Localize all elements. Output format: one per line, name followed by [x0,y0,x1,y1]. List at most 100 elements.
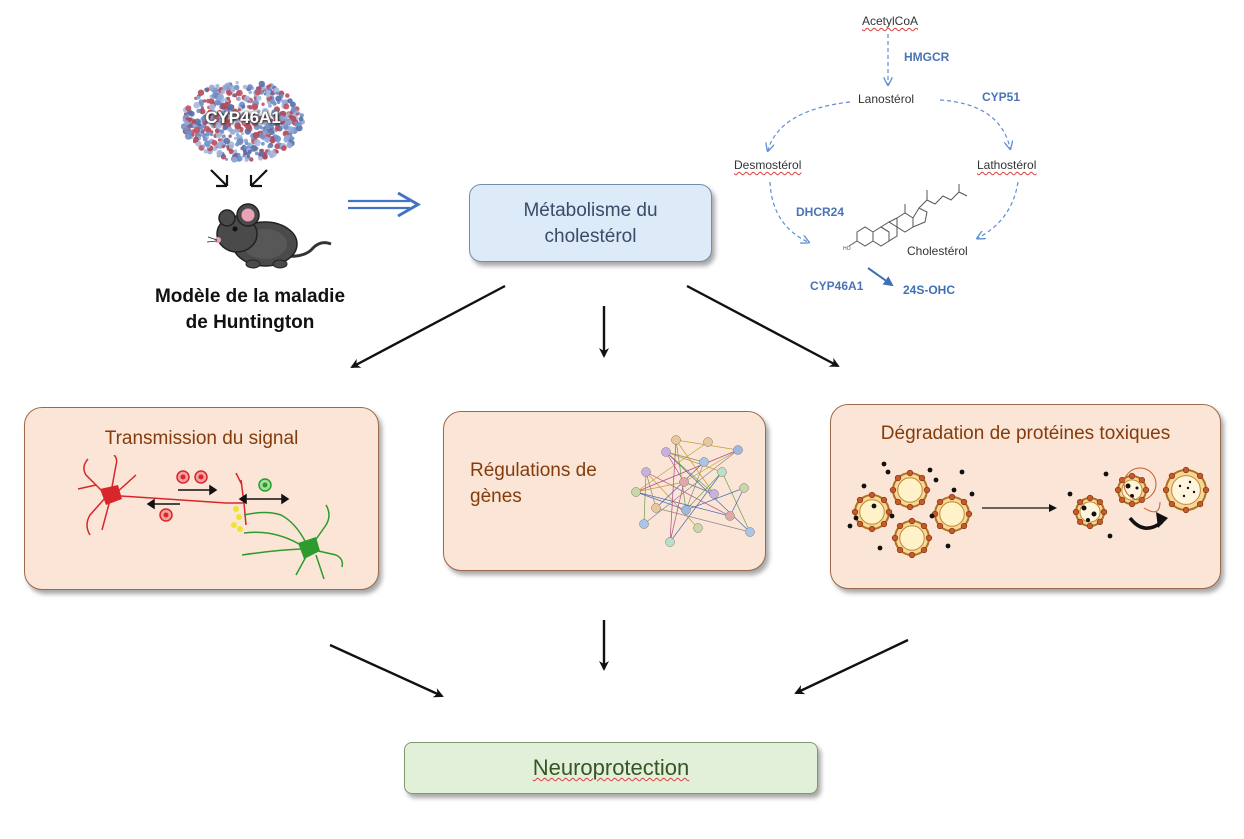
protein-atom [204,140,211,147]
network-edge [645,471,699,529]
protein-atom [209,120,213,125]
convergent-arrows-icon [210,169,268,188]
protein-atom [290,106,297,113]
protein-atom [185,105,192,112]
protein-atom [237,153,241,157]
network-node [745,527,755,537]
protein-atom [284,131,289,136]
protein-atom [252,132,260,139]
protein-atom [208,84,215,91]
protein-atom [191,119,196,124]
membrane-fold-icon [1143,501,1161,513]
protein-atom [258,80,265,88]
network-node [661,447,671,457]
membrane-icon [1123,467,1157,501]
signal-transmission-title: Transmission du signal [104,428,299,449]
presynaptic-soma-icon [100,485,122,505]
protein-atom [296,121,302,127]
protein-atom [203,125,211,132]
protein-atom [211,139,218,146]
toxic-protein-dot [959,469,965,475]
vesicle-icon [1162,466,1210,514]
network-node [709,489,719,499]
protein-atom [184,127,190,134]
toxic-protein-dot [881,461,887,467]
protein-atom [243,146,248,150]
cyp51-label: CYP51 [982,90,1021,104]
protein-atom [202,144,206,148]
network-edge [665,451,705,463]
dhcr24-label: DHCR24 [796,205,845,219]
protein-atom [249,157,254,162]
transport-arrows-icon [146,484,290,510]
protein-atom [273,118,280,124]
protein-atom [233,136,237,140]
protein-atom [242,121,246,125]
protein-atom [200,130,205,134]
vesicle-icon [1072,494,1108,530]
protein-atom [244,128,251,135]
protein-atom [290,115,297,122]
toxic-protein-dot [969,491,975,497]
protein-atom [266,120,272,126]
protein-atom [225,119,230,123]
presynaptic-neuron-icon [77,455,247,536]
protein-atom [211,92,218,99]
neuroprotection-box: Neuroprotection [404,742,818,794]
network-edge [635,441,709,493]
protein-atom [271,109,277,115]
protein-atom [233,93,238,98]
double-arrow-icon [348,191,422,218]
protein-atom [184,132,192,140]
metabolism-line1: Métabolisme du [523,200,658,221]
protein-atom [298,116,304,122]
toxic-protein-dot [927,467,933,473]
network-edge [665,451,751,533]
protein-atom [275,150,279,154]
protein-atom [242,84,248,90]
network-node [639,519,649,529]
toxic-protein-dot [889,513,895,519]
arrow-to-degradation [686,284,840,368]
protein-atom [236,89,243,97]
protein-atom [184,120,190,126]
protein-atom [261,107,269,115]
network-node [733,445,743,455]
protein-atom [283,124,289,130]
protein-atom [215,131,223,139]
protein-atom [188,123,193,128]
toxic-protein-dot [1103,471,1109,477]
protein-atom [203,149,208,154]
protein-atom [244,157,249,162]
protein-atom [192,139,197,144]
protein-atom [285,93,290,98]
protein-atom [227,104,234,111]
toxic-protein-dot [847,523,853,529]
protein-atom [263,151,267,155]
protein-atom [270,138,276,144]
lanosterol-label: Lanostérol [858,92,915,106]
network-edge [675,439,715,495]
protein-atom [251,103,259,111]
protein-atom [262,131,266,136]
protein-atom [208,103,216,111]
protein-atom [229,129,236,135]
protein-atom [240,132,245,136]
green-molecule-icon [258,478,272,492]
protein-atom [230,87,236,93]
protein-atom [267,144,271,149]
protein-atom [247,149,252,154]
network-edge [643,471,647,525]
protein-atom [256,95,262,101]
protein-atom [202,136,208,142]
network-edge [655,507,751,533]
protein-atom [198,99,204,105]
gene-regulation-title: Régulations de gènes [470,458,597,510]
network-edge [645,471,731,517]
protein-atom [270,150,277,158]
network-edge [643,449,739,525]
network-node [671,435,681,445]
protein-atom [215,83,220,89]
postsynaptic-soma-icon [298,537,320,559]
